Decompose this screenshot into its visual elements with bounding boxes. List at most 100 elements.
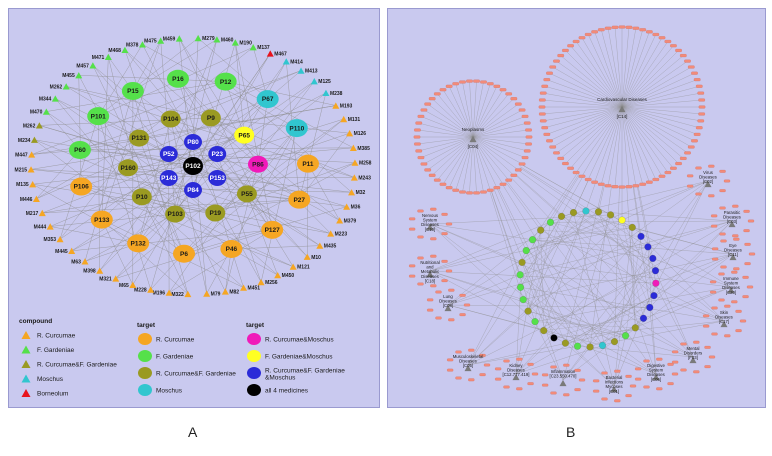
- disease-target-node: [546, 139, 553, 143]
- network-edge: [462, 136, 474, 193]
- disease-target-node: [646, 30, 653, 34]
- disease-target-node: [704, 365, 711, 369]
- compound-node: [351, 159, 359, 166]
- disease-target-node: [445, 222, 453, 226]
- disease-target-node: [635, 367, 642, 371]
- target-label: P153: [210, 175, 226, 182]
- disease-hub-label: Diseases: [699, 175, 717, 180]
- compound-label: M228: [134, 288, 147, 294]
- compound-label: M353: [44, 237, 57, 243]
- disease-target-node: [735, 309, 742, 313]
- compound-node: [327, 230, 335, 237]
- disease-target-node: [543, 78, 551, 82]
- network-edge: [602, 220, 733, 346]
- network-edge: [565, 342, 615, 387]
- disease-target-node: [687, 65, 695, 69]
- disease-target-node: [424, 168, 431, 172]
- disease-hub-label: Lung: [443, 294, 453, 299]
- compound-label: M258: [359, 161, 372, 167]
- network-edge: [418, 136, 474, 152]
- disease-target-node: [466, 191, 473, 195]
- network-edge: [472, 83, 491, 138]
- compound-label: M321: [99, 277, 112, 283]
- compound-node: [89, 62, 97, 69]
- network-edge: [81, 186, 294, 267]
- network-edge: [526, 250, 694, 358]
- legend-target-label: R. Curcumae&Moschus: [265, 337, 334, 344]
- network-edge: [206, 127, 298, 294]
- disease-target-node: [550, 391, 557, 395]
- network-edge: [621, 106, 679, 164]
- compound-node: [310, 78, 318, 85]
- network-edge: [542, 106, 623, 115]
- disease-target-node: [499, 182, 507, 186]
- ring-target-node: [569, 209, 577, 217]
- disease-target-node: [691, 139, 698, 143]
- target-label: P46: [226, 246, 238, 253]
- disease-target-node: [747, 219, 755, 223]
- network-edge: [552, 66, 623, 108]
- disease-hub-code: [C14]: [617, 114, 628, 119]
- disease-target-node: [473, 191, 480, 195]
- disease-target-node: [614, 369, 621, 373]
- disease-hub-label: Skin: [720, 310, 729, 315]
- compound-node: [266, 50, 274, 57]
- network-edge: [447, 304, 650, 308]
- disease-target-node: [435, 316, 442, 320]
- network-edge: [515, 341, 615, 375]
- network-edge: [647, 246, 657, 375]
- ring-target-node: [537, 226, 545, 234]
- disease-target-node: [591, 30, 598, 34]
- panel-b-network: Neoplasms[C04]Cardiovascular Diseases[C1…: [387, 8, 766, 408]
- disease-target-node: [515, 102, 522, 106]
- legend-target-icon: [247, 333, 261, 345]
- disease-target-node: [708, 355, 716, 359]
- disease-target-node: [604, 184, 612, 188]
- network-edge: [594, 31, 623, 108]
- network-edge: [174, 39, 218, 215]
- network-edge: [621, 31, 650, 108]
- network-edge: [526, 219, 623, 251]
- disease-target-node: [518, 108, 526, 112]
- network-edge: [246, 127, 297, 195]
- compound-label: M435: [324, 244, 337, 250]
- network-edge: [306, 163, 309, 257]
- panel-label-a: A: [188, 424, 198, 440]
- disease-target-node: [473, 79, 480, 83]
- compound-label: M126: [354, 131, 367, 137]
- disease-hub-label: Musculoskeletal: [453, 354, 484, 359]
- disease-target-node: [748, 252, 756, 256]
- compound-node: [68, 247, 76, 254]
- network-edge: [526, 180, 709, 251]
- compound-label: M215: [15, 167, 28, 173]
- ring-target-node: [516, 271, 524, 279]
- network-edge: [490, 189, 521, 275]
- network-edge: [621, 106, 702, 115]
- network-edge: [544, 86, 623, 108]
- disease-target-node: [415, 121, 423, 125]
- compound-node: [62, 83, 70, 90]
- disease-target-node: [518, 162, 526, 166]
- network-edge: [447, 304, 544, 331]
- legend-target-label-cont: &Moschus: [265, 375, 296, 382]
- network-edge: [625, 236, 642, 336]
- network-edge: [575, 106, 623, 173]
- network-edge: [621, 220, 694, 358]
- disease-target-node: [550, 365, 557, 369]
- network-edge: [81, 134, 245, 187]
- network-edge: [225, 81, 354, 149]
- network-edge: [534, 321, 564, 381]
- network-edge: [621, 106, 701, 122]
- compound-node: [32, 195, 40, 202]
- target-label: P103: [168, 211, 184, 218]
- network-edge: [621, 106, 669, 173]
- disease-target-node: [601, 371, 608, 375]
- disease-hub-node: [426, 223, 434, 231]
- disease-hub-node: [727, 286, 735, 294]
- disease-target-node: [670, 44, 677, 48]
- target-label: P27: [293, 197, 305, 204]
- disease-hub-node: [618, 105, 626, 113]
- target-label: P60: [74, 147, 86, 154]
- network-edge: [31, 134, 245, 170]
